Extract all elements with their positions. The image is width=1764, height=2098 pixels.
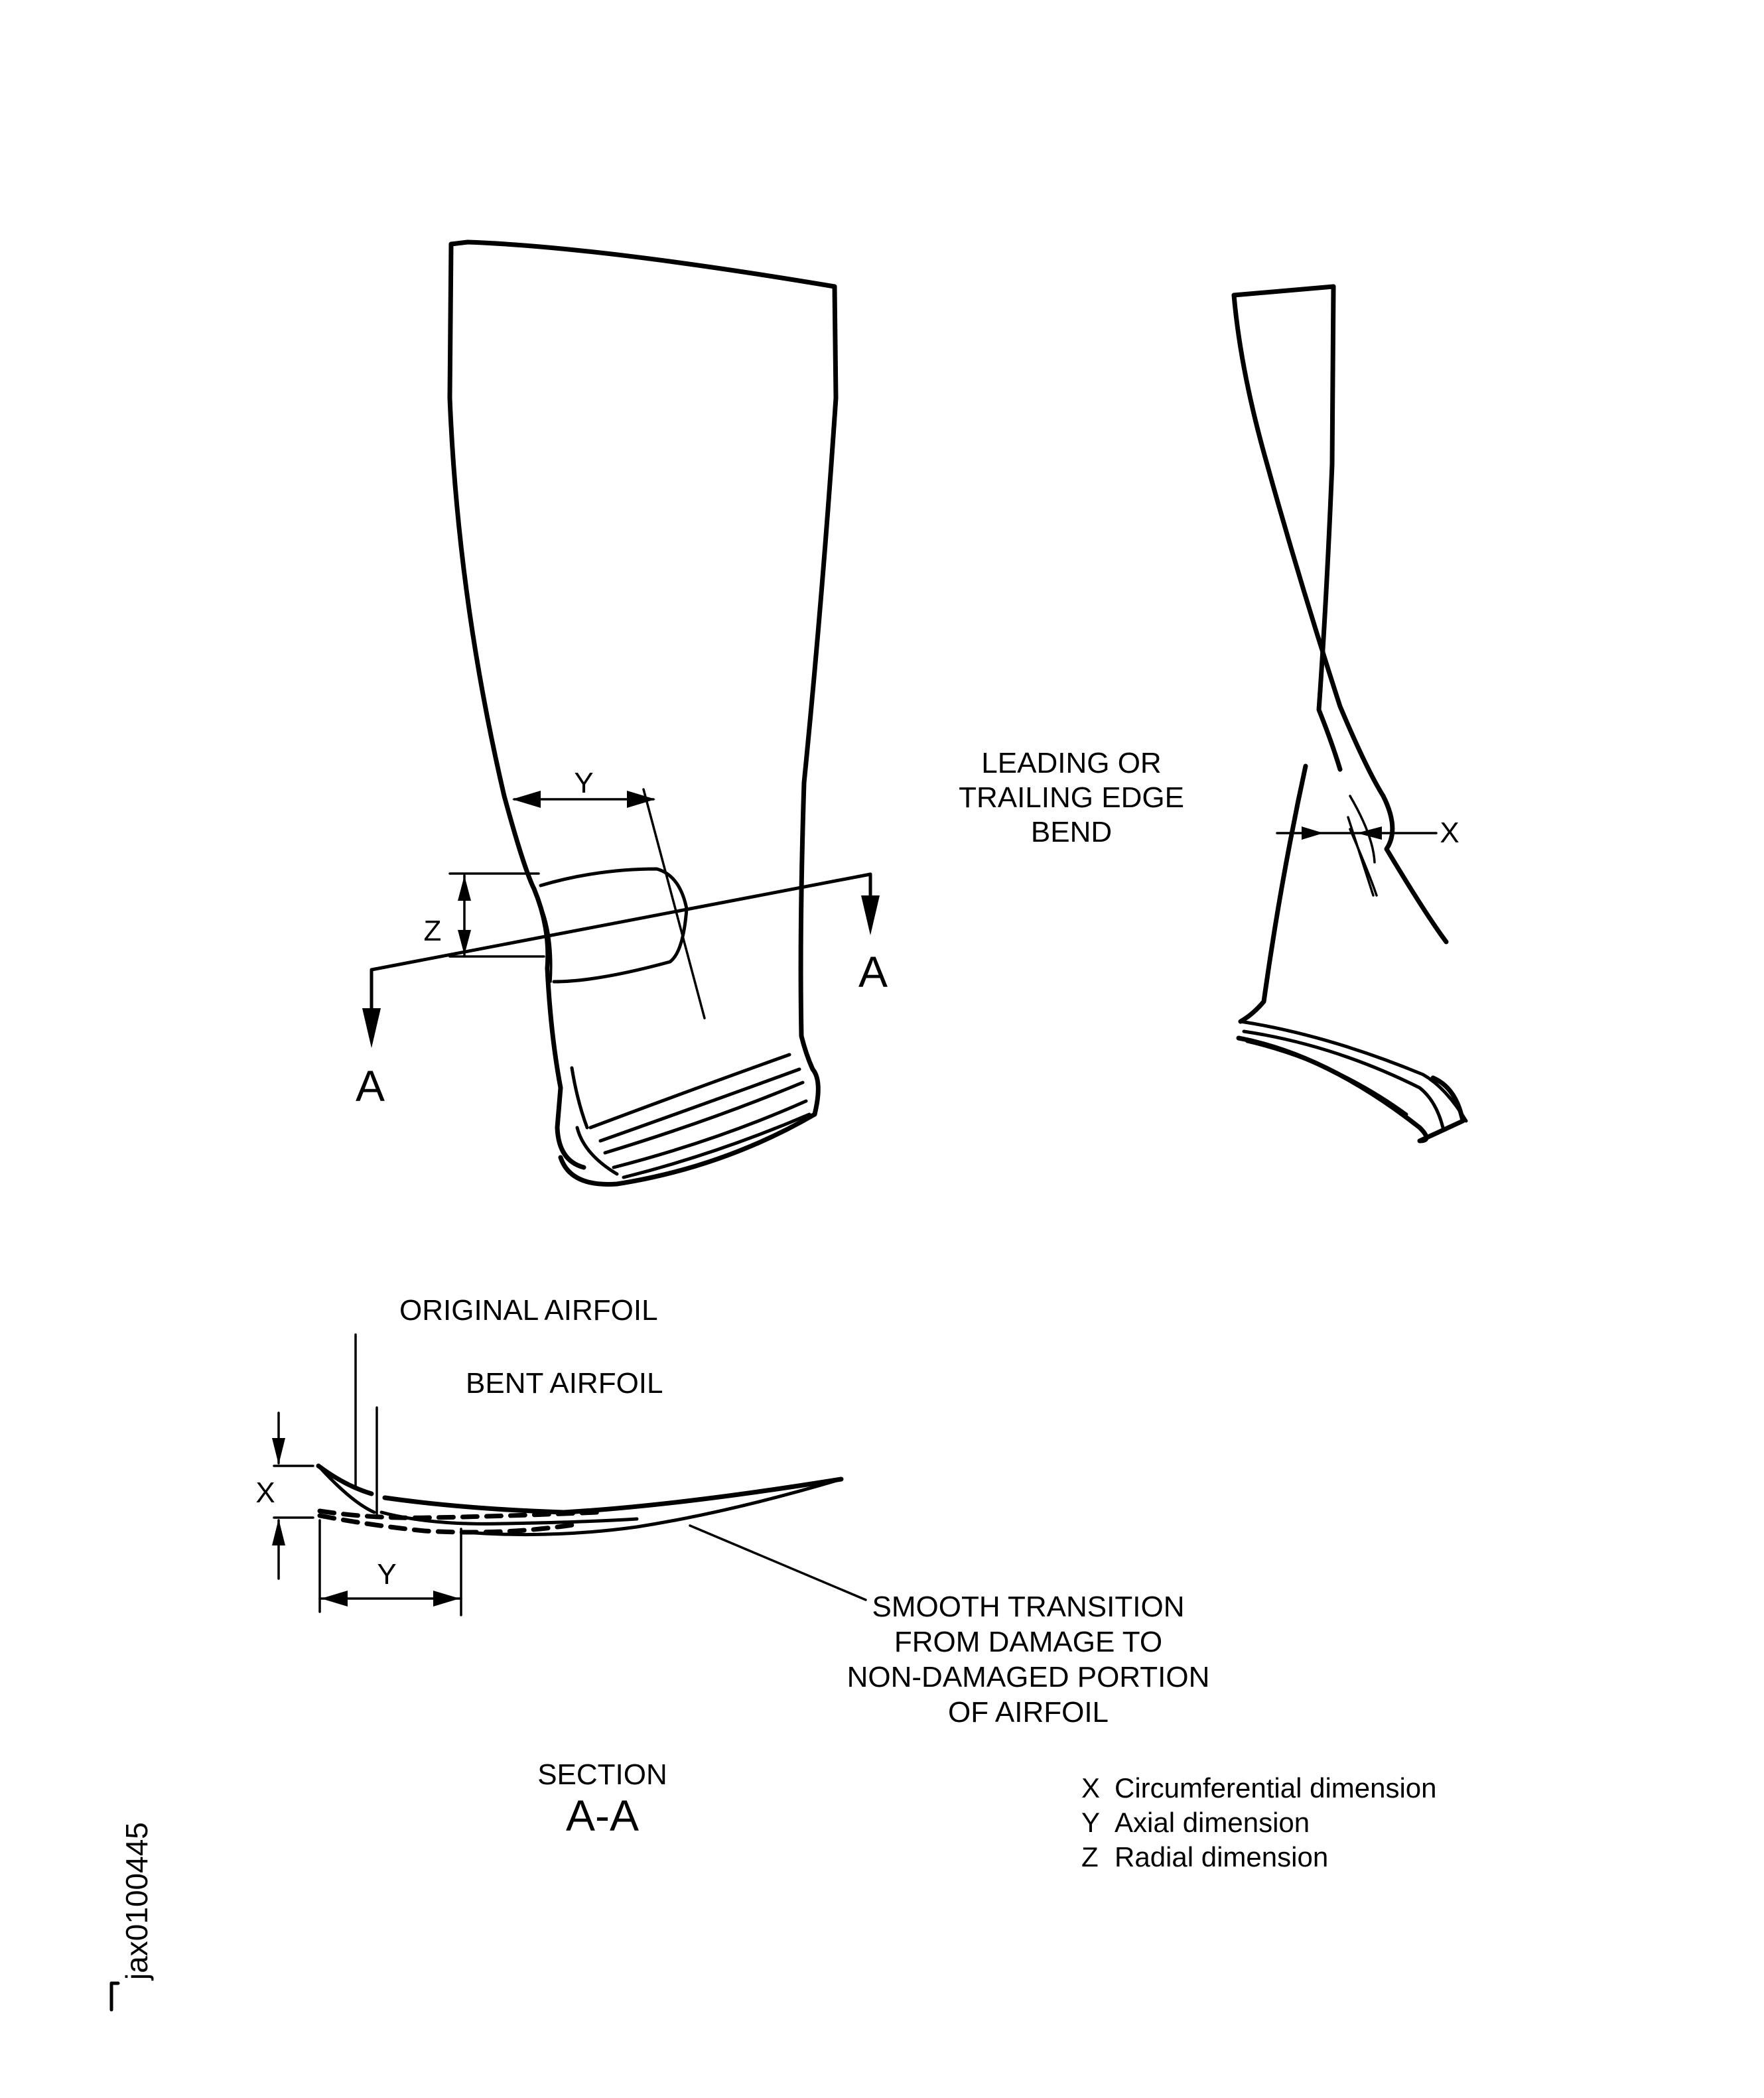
caption-line-1: LEADING OR xyxy=(981,747,1161,779)
dimension-legend: X Circumferential dimension Y Axial dime… xyxy=(1081,1772,1437,1872)
legend-key-y: Y xyxy=(1081,1807,1100,1838)
section-title: SECTION A-A xyxy=(537,1758,667,1840)
transition-note-line-1: SMOOTH TRANSITION xyxy=(872,1591,1185,1623)
legend-text-z: Radial dimension xyxy=(1115,1841,1328,1872)
legend-key-z: Z xyxy=(1081,1841,1099,1872)
caption-line-2: TRAILING EDGE xyxy=(959,781,1184,814)
front-view-blade: Y Z A A xyxy=(356,239,888,1187)
legend-text-x: Circumferential dimension xyxy=(1115,1772,1437,1803)
figure-id-tag: jax0100445 xyxy=(109,1822,154,2012)
section-marker-left: A xyxy=(356,1061,385,1110)
front-dim-z-label: Z xyxy=(424,915,442,947)
transition-note-line-4: OF AIRFOIL xyxy=(948,1696,1109,1729)
side-view-blade: X xyxy=(1231,284,1468,1144)
transition-note-line-3: NON-DAMAGED PORTION xyxy=(847,1661,1210,1693)
transition-note: SMOOTH TRANSITION FROM DAMAGE TO NON-DAM… xyxy=(847,1591,1210,1729)
figure-id-label: jax0100445 xyxy=(119,1822,154,1981)
legend-key-x: X xyxy=(1081,1772,1100,1803)
side-view-caption: LEADING OR TRAILING EDGE BEND xyxy=(959,747,1184,848)
section-dim-x-label: X xyxy=(255,1476,275,1509)
front-dim-y-label: Y xyxy=(574,767,593,799)
section-title-line-2: A-A xyxy=(566,1791,639,1840)
side-dim-x-label: X xyxy=(1440,817,1459,849)
section-a-a-view: ORIGINAL AIRFOIL BENT AIRFOIL X Y xyxy=(255,1294,867,1616)
caption-line-3: BEND xyxy=(1031,816,1112,848)
callout-bent-airfoil: BENT AIRFOIL xyxy=(466,1367,663,1400)
legend-text-y: Axial dimension xyxy=(1115,1807,1310,1838)
callout-original-airfoil: ORIGINAL AIRFOIL xyxy=(399,1294,658,1327)
section-dim-y-label: Y xyxy=(377,1558,396,1591)
transition-note-line-2: FROM DAMAGE TO xyxy=(894,1626,1162,1658)
section-marker-right: A xyxy=(858,947,888,996)
section-title-line-1: SECTION xyxy=(537,1758,667,1791)
